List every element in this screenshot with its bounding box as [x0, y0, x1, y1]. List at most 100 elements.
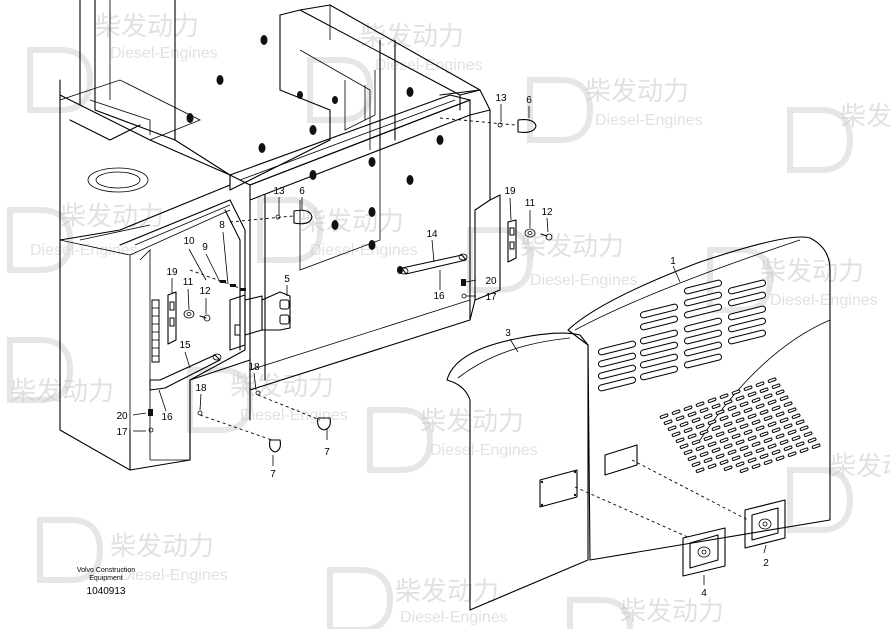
- perforation-slot: [711, 403, 721, 409]
- perforation-slot: [731, 411, 741, 417]
- perforation-slot: [671, 409, 681, 415]
- perforation-slot: [787, 407, 797, 413]
- rod-15: [149, 353, 222, 391]
- callout-17-left: 17: [116, 427, 128, 438]
- perforation-slot: [755, 403, 765, 409]
- perforation-slot: [687, 455, 697, 461]
- perforation-slot: [735, 395, 745, 401]
- perforation-slot: [727, 427, 737, 433]
- callout-11-right: 11: [525, 198, 536, 209]
- perforation-slot: [751, 419, 761, 425]
- perforation-slot: [711, 425, 721, 431]
- perforation-slot: [771, 383, 781, 389]
- perforation-slot: [771, 405, 781, 411]
- watermark-logo-icon: [787, 107, 854, 173]
- perforation-slot: [703, 457, 713, 463]
- door-panel-3: [446, 332, 589, 611]
- perforation-slot: [795, 419, 805, 425]
- callout-labels: 1 2 3 4 5 6 6 7 7 8 9 10 11 11 12 12 13 …: [116, 93, 769, 599]
- perforation-slot: [703, 435, 713, 441]
- perforation-slot: [675, 415, 685, 421]
- perforation-slot: [783, 423, 793, 429]
- drawing-number: 1040913: [86, 586, 126, 597]
- perforation-slot: [723, 465, 733, 471]
- perforation-slot: [791, 413, 801, 419]
- perforation-slot: [667, 425, 677, 431]
- perforation-slot: [707, 441, 717, 447]
- perforation-slot: [751, 397, 761, 403]
- watermark-text-11: 柴发动力: [420, 406, 524, 436]
- perforation-slot: [707, 419, 717, 425]
- watermark-sub-13: Diesel-Engines: [120, 567, 228, 584]
- callout-10: 10: [183, 236, 195, 247]
- perforation-slot: [659, 413, 669, 419]
- callout-18-right: 18: [248, 362, 260, 373]
- washer-11-left: [183, 309, 195, 319]
- perforation-slot: [763, 437, 773, 443]
- callout-1: 1: [670, 256, 676, 267]
- perforation-slot: [683, 427, 693, 433]
- perforation-slot: [687, 411, 697, 417]
- watermark-text-14: 柴发动力: [395, 576, 499, 606]
- perforation-slot: [723, 443, 733, 449]
- callout-12-right: 12: [541, 207, 553, 218]
- callout-3: 3: [505, 328, 511, 339]
- watermark-sub-10: Diesel-Engines: [240, 407, 348, 424]
- perforation-slot: [811, 443, 821, 449]
- perforation-slot: [683, 449, 693, 455]
- callout-19-left: 19: [166, 267, 178, 278]
- footer-caption-line1: Volvo Construction: [76, 567, 136, 574]
- perforation-slot: [675, 437, 685, 443]
- perforation-slot: [783, 401, 793, 407]
- callout-20-right: 20: [485, 276, 497, 287]
- perforation-slot: [743, 407, 753, 413]
- bumper-6-upper: [439, 117, 537, 133]
- perforation-slot: [715, 453, 725, 459]
- perforation-slot: [679, 443, 689, 449]
- perforation-slot: [755, 381, 765, 387]
- callout-19-right: 19: [504, 186, 516, 197]
- perforation-slot: [775, 411, 785, 417]
- bracket-19-left: [167, 291, 177, 345]
- perforation-slot: [763, 459, 773, 465]
- watermark-logo-icon: [307, 57, 374, 123]
- washer-11-right: [524, 228, 536, 238]
- callout-13-upper: 13: [495, 93, 507, 104]
- watermark-logo-icon: [787, 467, 854, 533]
- perforation-slot: [699, 429, 709, 435]
- bumper-7-right: [257, 394, 331, 431]
- perforation-slot: [747, 413, 757, 419]
- perforation-slot: [719, 437, 729, 443]
- slotted-strip: [151, 299, 160, 363]
- perforation-slot: [759, 431, 769, 437]
- watermark-text-5: 柴发动力: [60, 201, 164, 231]
- perforation-slot: [779, 417, 789, 423]
- perforation-slot: [743, 385, 753, 391]
- perforation-slot: [787, 451, 797, 457]
- perforation-slot: [683, 405, 693, 411]
- perforation-slot: [775, 433, 785, 439]
- watermark-logo-icon: [367, 407, 434, 473]
- perforation-slot: [679, 421, 689, 427]
- perforation-slot: [695, 467, 705, 473]
- perforation-slot: [735, 439, 745, 445]
- perforation-slot: [783, 445, 793, 451]
- perforation-slot: [787, 429, 797, 435]
- callout-18-left: 18: [195, 383, 207, 394]
- perforation-slot: [739, 423, 749, 429]
- perforation-slot: [775, 389, 785, 395]
- perforation-slot: [691, 461, 701, 467]
- callout-20-left: 20: [116, 411, 128, 422]
- watermark-text-7: 柴发动力: [520, 231, 624, 261]
- perforation-slot: [779, 439, 789, 445]
- bracket-19-right: [507, 219, 517, 263]
- perforation-slot: [799, 425, 809, 431]
- watermark-text-12: 柴发动力: [830, 451, 890, 481]
- watermark-logo-icon: [567, 597, 633, 629]
- perforation-slot: [711, 447, 721, 453]
- perforation-slot: [767, 399, 777, 405]
- perforation-slot: [803, 431, 813, 437]
- perforation-slot: [799, 447, 809, 453]
- callout-7-right: 7: [324, 447, 330, 458]
- callout-4: 4: [701, 588, 707, 599]
